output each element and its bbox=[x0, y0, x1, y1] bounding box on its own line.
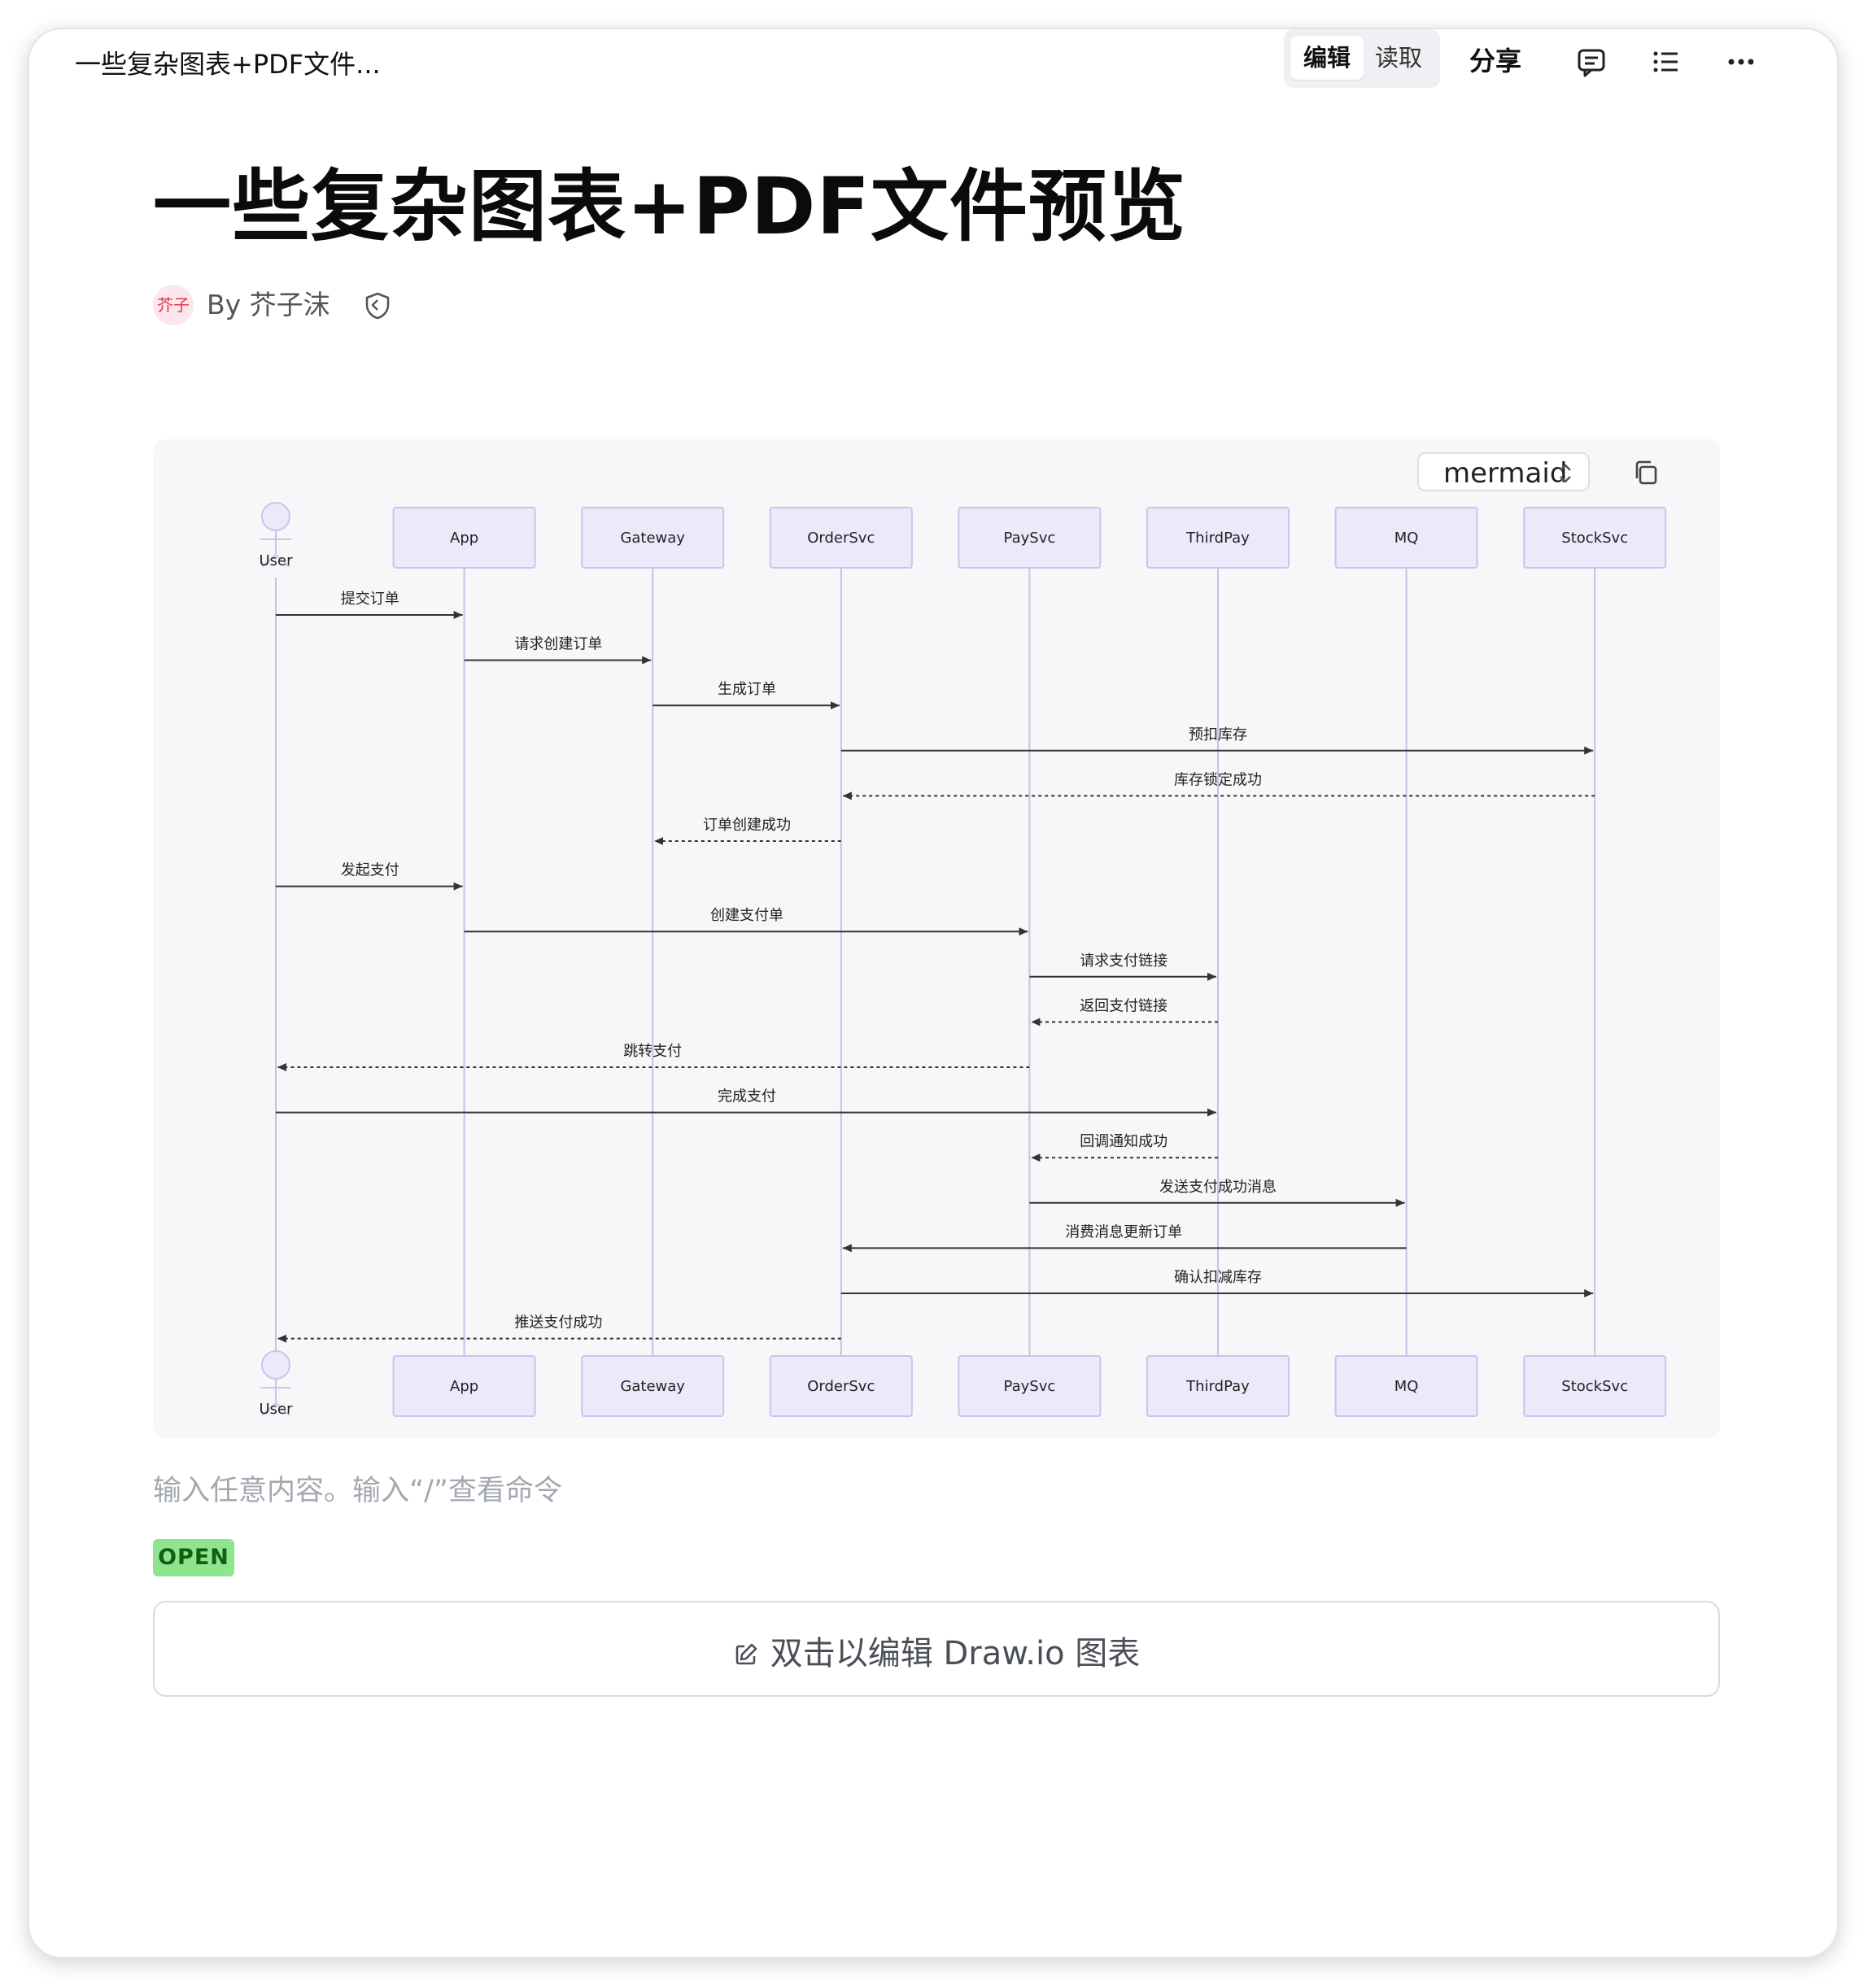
participant-label: StockSvc bbox=[1561, 530, 1628, 547]
read-mode-button[interactable]: 读取 bbox=[1375, 44, 1423, 72]
message-arrow: 推送支付成功 bbox=[277, 1314, 841, 1343]
comment-icon[interactable] bbox=[1575, 46, 1608, 78]
participant-label: Gateway bbox=[620, 1378, 685, 1395]
message-arrow: 请求创建订单 bbox=[464, 636, 652, 665]
participant-gateway-bottom: Gateway bbox=[581, 1355, 725, 1417]
participant-label: MQ bbox=[1394, 1378, 1419, 1395]
participant-label: OrderSvc bbox=[807, 1378, 875, 1395]
message-arrow: 生成订单 bbox=[652, 681, 840, 710]
share-button[interactable]: 分享 bbox=[1469, 46, 1522, 76]
message-arrow: 创建支付单 bbox=[464, 907, 1028, 936]
message-label: 确认扣减库存 bbox=[1174, 1269, 1262, 1286]
language-select-value: mermaid bbox=[1443, 457, 1568, 490]
participant-mq-bottom: MQ bbox=[1334, 1355, 1478, 1417]
edit-icon bbox=[735, 1643, 757, 1665]
participant-label: App bbox=[450, 1378, 478, 1395]
page-title: 一些复杂图表+PDF文件预览 bbox=[153, 161, 1187, 252]
participant-paysvc-top: PaySvc bbox=[958, 507, 1102, 569]
message-arrow: 库存锁定成功 bbox=[842, 771, 1595, 800]
copy-icon[interactable] bbox=[1632, 459, 1660, 486]
message-label: 返回支付链接 bbox=[1080, 997, 1168, 1014]
message-label: 完成支付 bbox=[718, 1088, 776, 1105]
message-label: 提交订单 bbox=[341, 591, 399, 608]
participant-stocksvc-bottom: StockSvc bbox=[1523, 1355, 1667, 1417]
participant-label: PaySvc bbox=[1004, 530, 1056, 547]
actor-user-top: User bbox=[259, 502, 293, 569]
editor-placeholder[interactable]: 输入任意内容。输入“/”查看命令 bbox=[153, 1475, 563, 1507]
shield-icon[interactable] bbox=[363, 291, 392, 320]
message-arrow: 跳转支付 bbox=[277, 1043, 1030, 1071]
author-byline[interactable]: By 芥子沫 bbox=[207, 289, 330, 320]
participant-paysvc-bottom: PaySvc bbox=[958, 1355, 1102, 1417]
mode-toggle: 编辑 读取 bbox=[1284, 29, 1440, 88]
participant-ordersvc-top: OrderSvc bbox=[769, 507, 913, 569]
status-badge: OPEN bbox=[153, 1539, 234, 1576]
sequence-diagram: UserUserAppAppGatewayGatewayOrderSvcOrde… bbox=[259, 502, 1667, 1418]
outline-list-icon[interactable] bbox=[1650, 46, 1683, 78]
message-label: 创建支付单 bbox=[710, 907, 783, 924]
participant-stocksvc-top: StockSvc bbox=[1523, 507, 1667, 569]
chevron-updown-icon bbox=[1560, 464, 1571, 483]
message-label: 请求支付链接 bbox=[1080, 953, 1168, 970]
message-label: 推送支付成功 bbox=[514, 1314, 602, 1332]
participant-app-bottom: App bbox=[392, 1355, 536, 1417]
drawio-embed[interactable]: 双击以编辑 Draw.io 图表 bbox=[153, 1601, 1720, 1697]
drawio-edit-label: 双击以编辑 Draw.io 图表 bbox=[770, 1635, 1141, 1672]
message-label: 库存锁定成功 bbox=[1174, 771, 1262, 788]
participant-label: ThirdPay bbox=[1185, 530, 1250, 547]
message-arrow: 发送支付成功消息 bbox=[1029, 1179, 1405, 1207]
message-arrow: 提交订单 bbox=[276, 591, 463, 619]
message-label: 请求创建订单 bbox=[514, 636, 602, 653]
message-arrow: 完成支付 bbox=[276, 1088, 1216, 1117]
message-label: 发送支付成功消息 bbox=[1159, 1179, 1277, 1196]
participant-ordersvc-bottom: OrderSvc bbox=[769, 1355, 913, 1417]
participant-app-top: App bbox=[392, 507, 536, 569]
language-select[interactable]: mermaid bbox=[1417, 452, 1590, 491]
message-arrow: 订单创建成功 bbox=[654, 817, 841, 845]
app-window: 一些复杂图表+PDF文件... 编辑 读取 分享 一些复杂图表+PDF文件预览 … bbox=[29, 29, 1837, 1957]
more-icon[interactable] bbox=[1725, 46, 1757, 78]
actor-label: User bbox=[259, 1401, 293, 1418]
message-label: 生成订单 bbox=[718, 681, 776, 698]
participant-gateway-top: Gateway bbox=[581, 507, 725, 569]
participant-label: ThirdPay bbox=[1185, 1378, 1250, 1395]
message-arrow: 消费消息更新订单 bbox=[842, 1223, 1407, 1253]
message-label: 回调通知成功 bbox=[1080, 1133, 1168, 1150]
message-label: 预扣库存 bbox=[1189, 726, 1247, 743]
message-arrow: 请求支付链接 bbox=[1029, 953, 1216, 981]
message-label: 跳转支付 bbox=[623, 1043, 682, 1060]
message-arrow: 回调通知成功 bbox=[1031, 1133, 1218, 1162]
participant-label: PaySvc bbox=[1004, 1378, 1056, 1395]
actor-user-bottom: User bbox=[259, 1350, 293, 1418]
message-label: 发起支付 bbox=[341, 862, 399, 879]
actor-label: User bbox=[259, 552, 293, 569]
window-title: 一些复杂图表+PDF文件... bbox=[75, 49, 381, 80]
participant-thirdpay-bottom: ThirdPay bbox=[1146, 1355, 1290, 1417]
message-arrow: 发起支付 bbox=[276, 862, 463, 891]
message-arrow: 确认扣减库存 bbox=[840, 1269, 1594, 1297]
participant-label: App bbox=[450, 530, 478, 547]
participant-thirdpay-top: ThirdPay bbox=[1146, 507, 1290, 569]
edit-mode-button[interactable]: 编辑 bbox=[1290, 36, 1364, 80]
participant-label: MQ bbox=[1394, 530, 1419, 547]
participant-label: StockSvc bbox=[1561, 1378, 1628, 1395]
avatar[interactable]: 芥子 bbox=[153, 285, 194, 325]
message-arrow: 返回支付链接 bbox=[1031, 997, 1218, 1027]
message-arrow: 预扣库存 bbox=[840, 726, 1594, 755]
participant-mq-top: MQ bbox=[1334, 507, 1478, 569]
participant-label: OrderSvc bbox=[807, 530, 875, 547]
participant-label: Gateway bbox=[620, 530, 685, 547]
message-label: 消费消息更新订单 bbox=[1065, 1223, 1182, 1240]
message-label: 订单创建成功 bbox=[703, 817, 791, 834]
